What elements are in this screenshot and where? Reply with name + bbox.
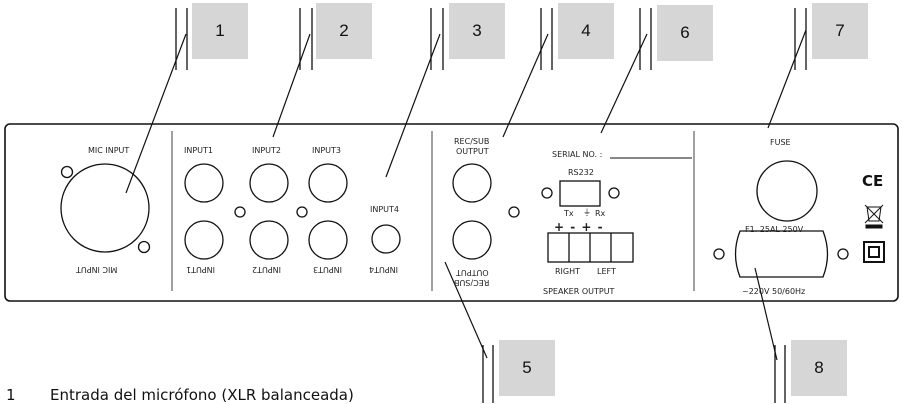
callout-box-6: 6 (657, 5, 713, 61)
callout-box-4: 4 (558, 3, 614, 59)
rec-sub-label: REC/SUB (454, 137, 490, 146)
rx-label: Rx (595, 209, 606, 218)
speaker-terminal (547, 232, 634, 263)
speaker-output-label: SPEAKER OUTPUT (543, 287, 615, 296)
caption-number: 1 (6, 386, 16, 404)
power-socket (713, 230, 849, 278)
output-label-inverted: OUTPUT (456, 268, 489, 277)
left-channel-label: LEFT (597, 267, 616, 276)
input2-label: INPUT2 (252, 146, 281, 155)
fuse-holder (756, 160, 818, 222)
rs232-label: RS232 (568, 168, 594, 177)
leader-lines (125, 29, 807, 361)
callout-box-2: 2 (316, 3, 372, 59)
rear-panel-outline (4, 123, 899, 302)
input1-label: INPUT1 (184, 146, 213, 155)
fuse-rating-label: F1. 25AL 250V (745, 225, 804, 234)
callout-ticks (175, 8, 807, 403)
input3-label-inverted: INPUT3 (313, 265, 342, 274)
weee-bin-icon (864, 204, 884, 229)
callout-box-5: 5 (499, 340, 555, 396)
caption: 1 Entrada del micrófono (XLR balanceada) (6, 386, 354, 404)
power-rating-label: ~220V 50/60Hz (742, 287, 806, 296)
input4-label-inverted: INPUT4 (369, 265, 398, 274)
double-insulation-icon (863, 241, 885, 263)
output-label: OUTPUT (456, 147, 489, 156)
tx-label: Tx (564, 209, 574, 218)
caption-text: Entrada del micrófono (XLR balanceada) (50, 386, 354, 404)
input4-label: INPUT4 (370, 205, 399, 214)
callout-box-1: 1 (192, 3, 248, 59)
callout-box-3: 3 (449, 3, 505, 59)
speaker-polarity-label: + - + - (554, 220, 604, 234)
serial-number-label: SERIAL NO. : (552, 150, 603, 159)
callout-box-7: 7 (812, 3, 868, 59)
rec-sub-outputs (452, 163, 520, 260)
rca-inputs (184, 163, 401, 260)
mic-input-label: MIC INPUT (88, 146, 130, 155)
fuse-label: FUSE (770, 138, 791, 147)
rs232-port (541, 180, 620, 207)
input2-label-inverted: INPUT2 (252, 265, 281, 274)
rec-sub-label-inverted: REC/SUB (454, 278, 490, 287)
mic-input-label-inverted: MIC INPUT (76, 265, 118, 274)
callout-box-8: 8 (791, 340, 847, 396)
mic-input-xlr (60, 163, 151, 254)
right-channel-label: RIGHT (555, 267, 581, 276)
input1-label-inverted: INPUT1 (186, 265, 215, 274)
ground-icon: ⏚ (583, 208, 591, 217)
ce-mark-icon: CE (862, 172, 884, 190)
input3-label: INPUT3 (312, 146, 341, 155)
